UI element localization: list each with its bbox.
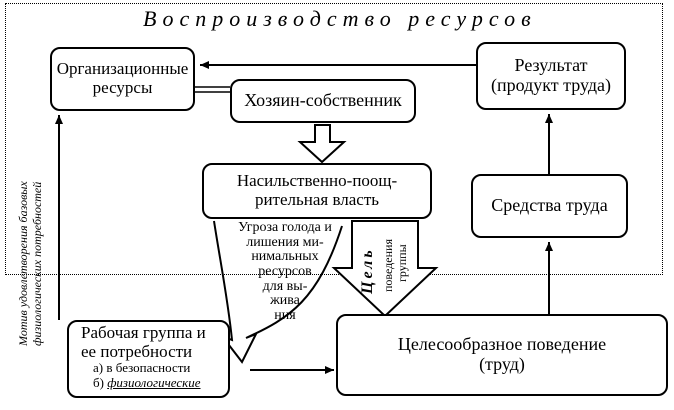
behavior-line-1: Целесообразное поведение [397,334,607,355]
goal-label: Цель поведения группы [353,220,433,294]
result-box: Результат (продукт труда) [476,42,626,110]
work-group-line-2: ее потребности [81,341,193,361]
threat-line-1: Угроза голода и [238,220,332,235]
threat-line-4: ресурсов [258,264,312,280]
org-resources-line-1: Организационные [56,59,189,79]
motive-label: Мотив удовлетворения базовых физиологиче… [14,60,44,350]
need-physiological-text: физиологические [107,374,201,390]
work-group-box: Рабочая группа и ее потребности а) в без… [67,320,230,398]
threat-line-6: жива [270,293,300,309]
arrow-goal-to-behavior [331,220,439,318]
reproduction-zone-border [5,3,663,275]
owner-box: Хозяин-собственник [230,79,416,123]
threat-line-2: лишения ми- [246,234,324,250]
owner-label: Хозяин-собственник [244,90,402,111]
result-line-2: (продукт труда) [491,75,611,95]
behavior-box: Целесообразное поведение (труд) [336,314,668,396]
power-line-2: рительная власть [254,190,380,209]
org-resources-box: Организационные ресурсы [50,47,195,111]
diagram-title: Воспроизводство ресурсов [143,6,537,31]
need-safety: а) в безопасности [93,361,190,375]
need-physiological: б) физиологические [93,374,201,390]
org-resources-line-2: ресурсы [92,78,153,97]
work-group-line-1: Рабочая группа и [81,323,206,342]
means-box: Средства труда [471,174,628,238]
power-line-1: Насильственно-поощ- [236,171,398,191]
power-box: Насильственно-поощ- рительная власть [202,163,432,219]
threat-line-5: для вы- [262,278,308,294]
threat-line-7: ния [274,308,296,324]
need-physiological-prefix: б) [93,374,104,390]
motive-label-line-1: Мотив удовлетворения базовых [16,181,30,346]
behavior-line-2: (труд) [479,354,525,374]
goal-sub-line-1: поведения [381,239,395,292]
threat-curved-arrow [213,220,343,364]
threat-label: Угроза голода и лишения ми- нимальных ре… [215,220,355,324]
motive-label-line-2: физиологических потребностей [30,181,44,346]
goal-sub-line-2: группы [395,244,409,282]
goal-word: Цель [359,247,376,294]
threat-line-3: нимальных [251,249,319,265]
need-safety-prefix: а) [93,360,104,376]
arrow-owner-to-power [297,124,347,164]
need-safety-text: в безопасности [106,360,191,376]
means-label: Средства труда [491,195,608,216]
result-line-1: Результат [514,55,588,76]
